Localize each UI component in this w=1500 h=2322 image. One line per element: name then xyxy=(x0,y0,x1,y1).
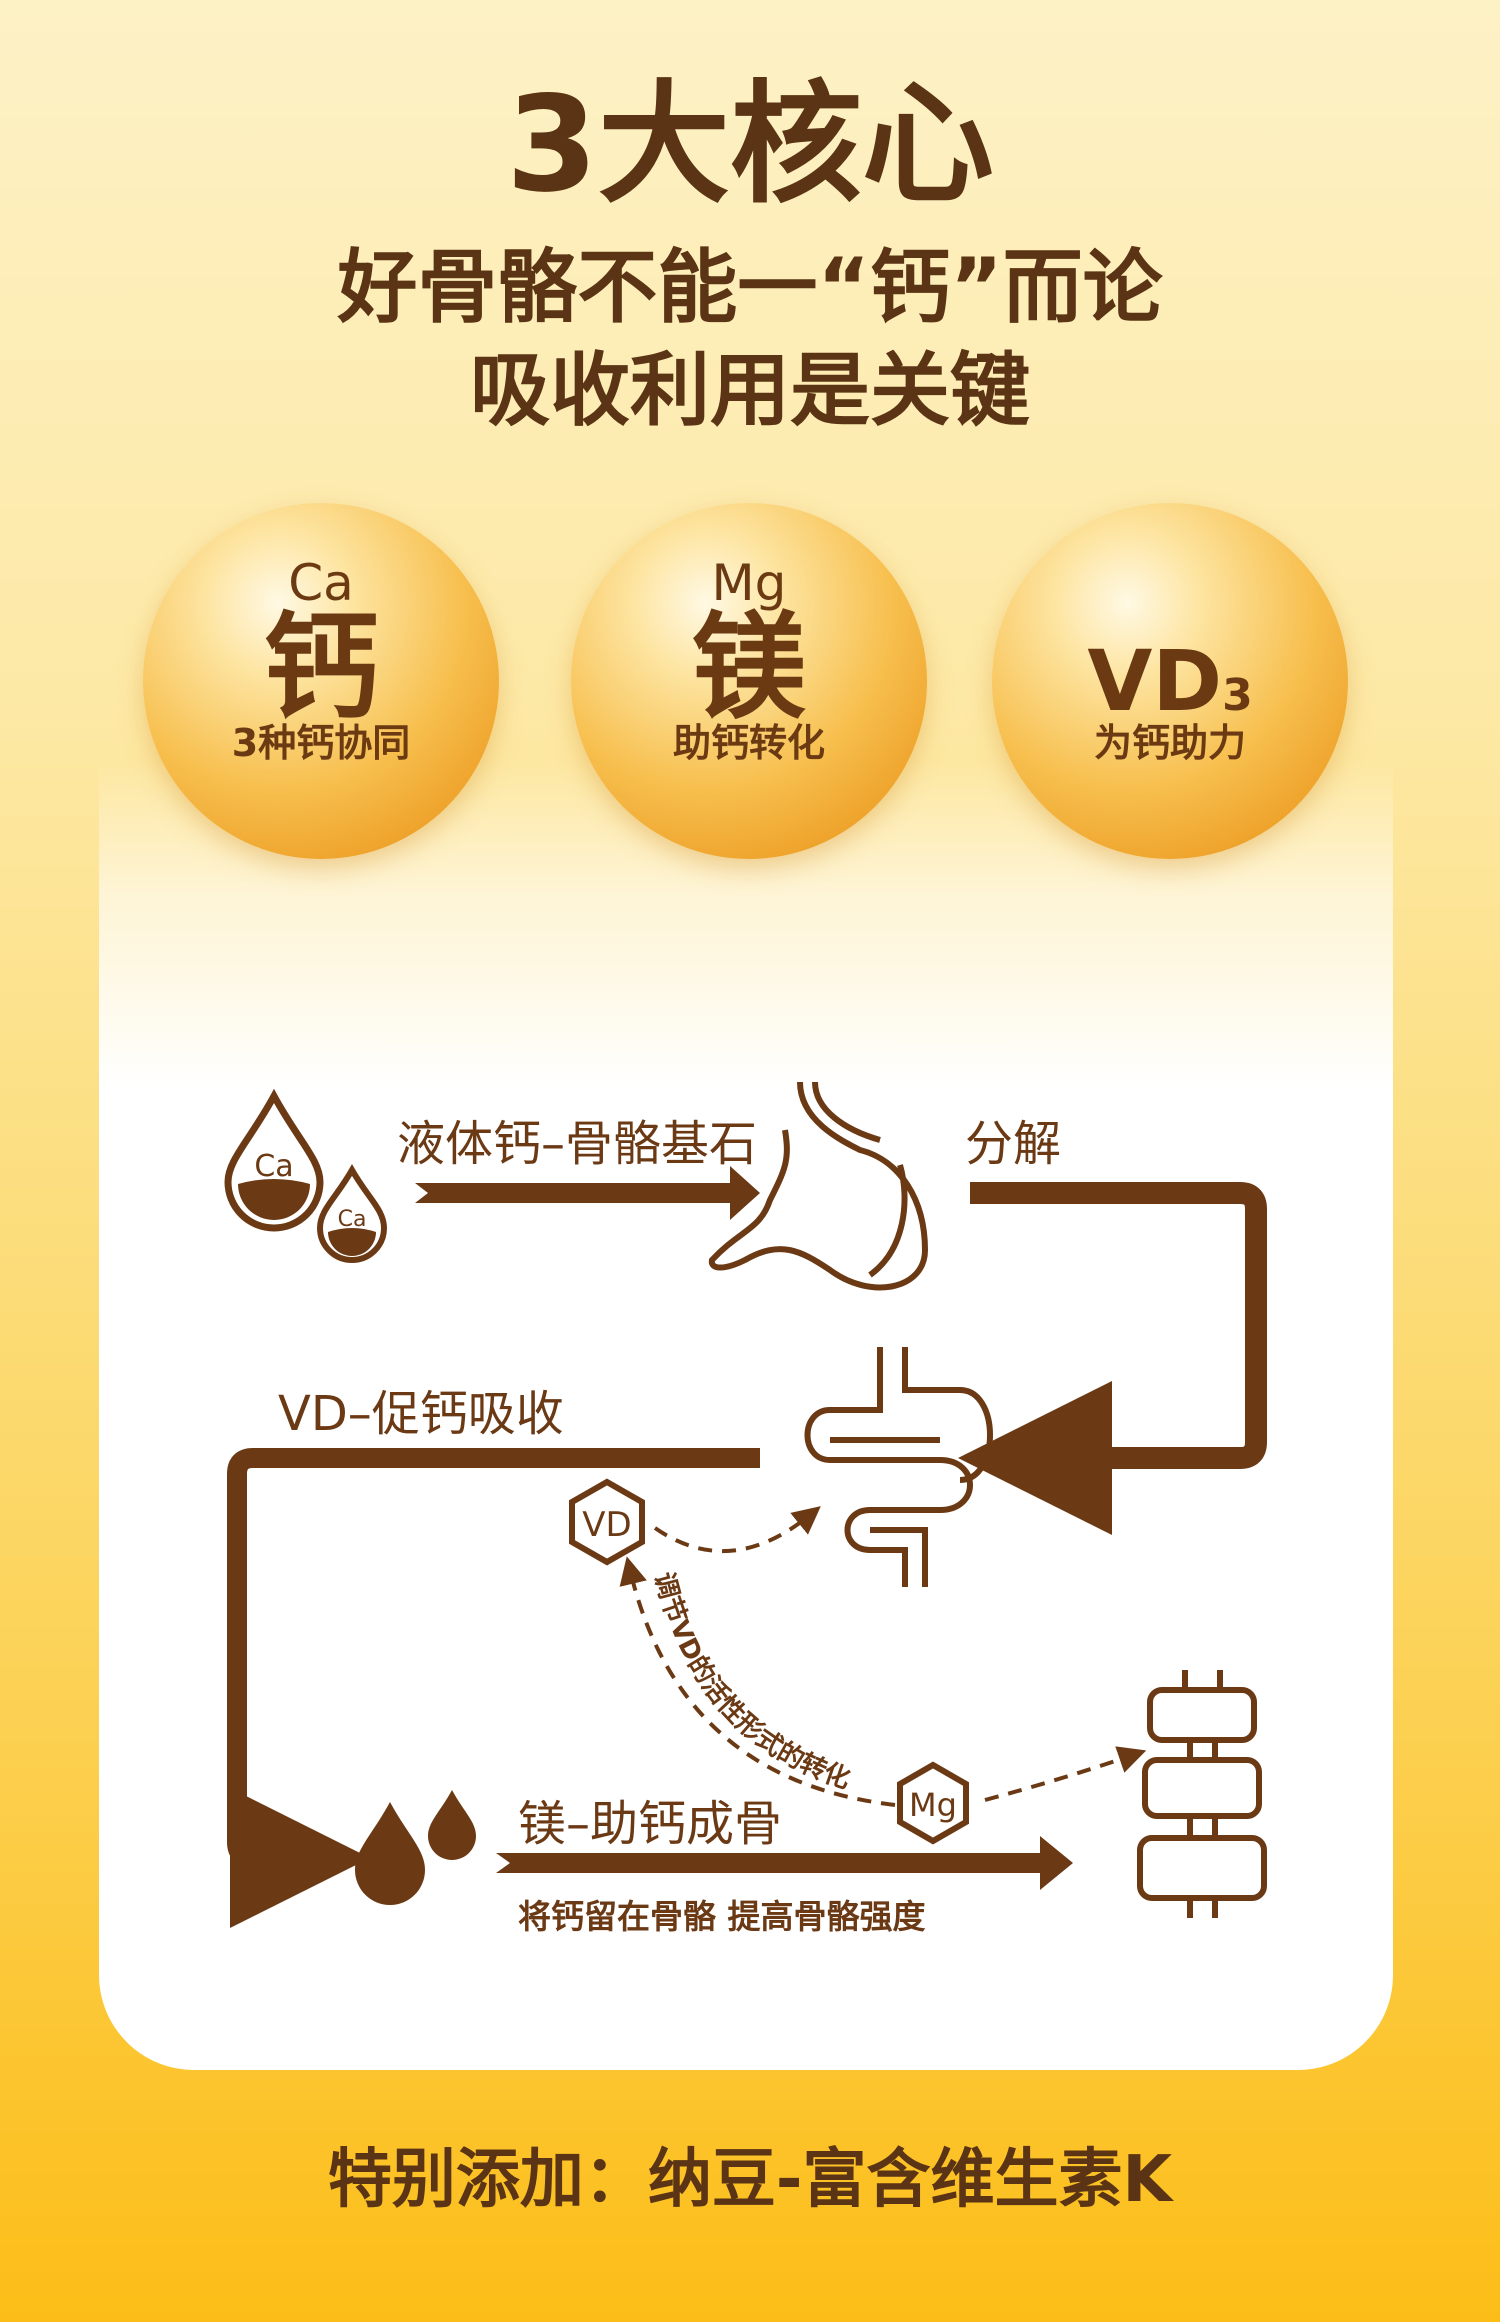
step-liquid-calcium: 液体钙–骨骼基石 xyxy=(397,1116,757,1172)
page-title: 3大核心 xyxy=(506,68,994,222)
bubble-name: 镁 xyxy=(691,601,807,735)
bubble-name: VD3 xyxy=(992,631,1348,746)
spine-icon xyxy=(1137,1670,1267,1918)
step-decompose: 分解 xyxy=(965,1116,1061,1172)
bubble-calcium: Ca 钙 3种钙协同 xyxy=(143,503,499,859)
mg-hexagon-icon xyxy=(897,1761,969,1845)
bubble-desc: 3种钙协同 xyxy=(231,721,411,765)
bubble-name: 钙 xyxy=(263,601,379,735)
step-mg-desc: 将钙留在骨骼 提高骨骼强度 xyxy=(518,1897,926,1936)
mineral-drops-icon xyxy=(355,1790,476,1905)
arrow-loop-left xyxy=(227,1448,760,1928)
drop-label: Ca xyxy=(254,1149,293,1184)
vd-hexagon-icon xyxy=(569,1478,645,1566)
vd-badge-label: VD xyxy=(582,1505,631,1545)
footer-note: 特别添加：纳豆-富含维生素K xyxy=(327,2143,1173,2217)
bubble-symbol: Ca xyxy=(288,554,354,612)
step-mg-bone: 镁–助钙成骨 xyxy=(518,1796,782,1852)
dashed-arrow-mg-bone xyxy=(984,1746,1147,1802)
drop-label-small: Ca xyxy=(338,1207,367,1232)
vd-subscript: 3 xyxy=(1222,670,1253,721)
intestine-icon xyxy=(804,1347,993,1587)
subtitle-line-1: 好骨骼不能一“钙”而论 xyxy=(337,241,1163,334)
bubble-desc: 助钙转化 xyxy=(672,721,825,765)
bubble-desc: 为钙助力 xyxy=(1093,721,1246,765)
calcium-drop-icon xyxy=(224,1088,388,1263)
arc-label-text: 调节VD的活性形式的转化 xyxy=(648,1569,854,1795)
bubble-vd3: VD3 为钙助力 xyxy=(992,503,1348,859)
vd-text: VD xyxy=(1087,632,1223,730)
arrow-loop-right xyxy=(958,1182,1267,1535)
mg-badge-label: Mg xyxy=(909,1786,957,1824)
bubble-magnesium: Mg 镁 助钙转化 xyxy=(571,503,927,859)
step-vd-absorb: VD–促钙吸收 xyxy=(278,1386,564,1442)
dashed-arrow-mg-vd xyxy=(619,1556,896,1807)
subtitle-line-2: 吸收利用是关键 xyxy=(470,344,1030,437)
stomach-icon xyxy=(708,1081,929,1291)
arrow-right xyxy=(415,1166,760,1220)
arc-label: 调节VD的活性形式的转化 xyxy=(648,1569,854,1795)
bubble-symbol: Mg xyxy=(711,554,787,612)
dashed-arrow-vd-intestine xyxy=(653,1506,821,1554)
arrow-right-bone xyxy=(496,1836,1073,1890)
